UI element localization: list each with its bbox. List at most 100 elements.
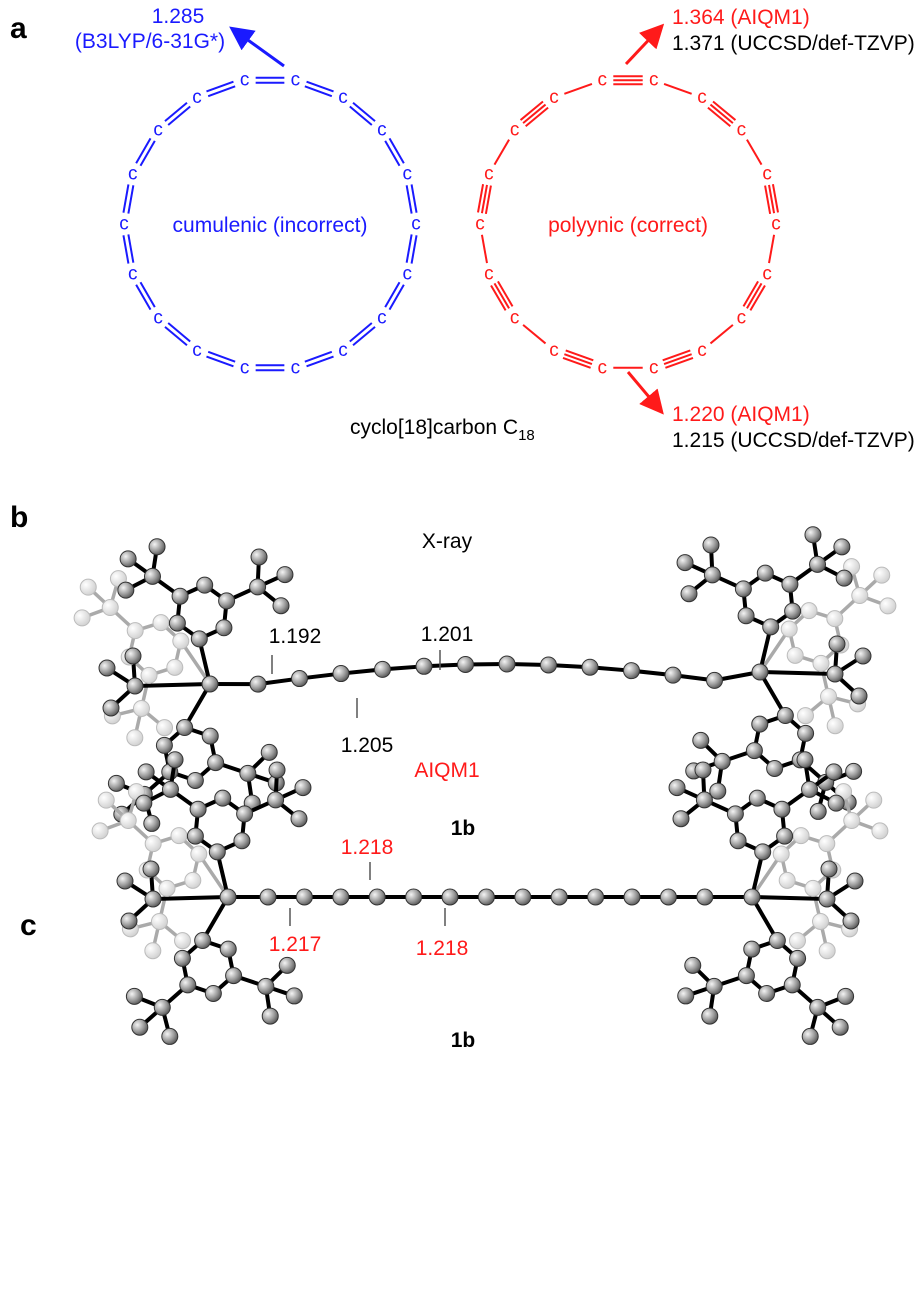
- triple-bond: [665, 356, 694, 369]
- atom: [285, 987, 303, 1005]
- atom: [842, 912, 860, 930]
- atom: [257, 977, 275, 995]
- triple-bond: [525, 106, 549, 127]
- compound-label-c: 1b: [451, 1029, 476, 1052]
- atom: [737, 607, 755, 625]
- triple-bond: [768, 184, 776, 214]
- atom: [809, 998, 827, 1016]
- atom: [550, 888, 568, 906]
- faded-atom: [871, 822, 889, 840]
- atom: [659, 888, 677, 906]
- atom: [190, 630, 208, 648]
- xray-label: X-ray: [422, 530, 473, 553]
- triple-bond: [771, 184, 779, 213]
- triple-bond: [565, 349, 594, 362]
- polyynic-top-uccsd: 1.371 (UCCSD/def-TZVP): [672, 32, 915, 55]
- atom: [745, 742, 763, 760]
- atom: [135, 794, 153, 812]
- atom: [116, 872, 134, 890]
- carbon-atom: c: [128, 263, 138, 284]
- cumulenic-bond-arrow: [229, 26, 285, 68]
- atom: [762, 618, 780, 636]
- faded-atom: [144, 835, 162, 853]
- double-bond: [122, 235, 130, 264]
- carbon-atom: c: [697, 340, 707, 361]
- double-bond: [164, 326, 188, 347]
- atom: [587, 888, 605, 906]
- atom: [189, 800, 207, 818]
- carbon-atom: c: [475, 214, 485, 235]
- atom: [276, 566, 294, 584]
- triple-bond: [519, 100, 544, 121]
- double-bond: [207, 350, 236, 363]
- faded-atom: [144, 942, 162, 960]
- atom: [850, 687, 868, 705]
- carbon-atom: c: [697, 87, 707, 108]
- atom: [781, 575, 799, 593]
- bond: [758, 627, 791, 674]
- caption-main: cyclo[18]carbon C: [350, 416, 518, 439]
- triple-bond: [480, 184, 488, 214]
- atom: [664, 666, 682, 684]
- atom: [143, 814, 161, 832]
- atom: [854, 647, 872, 665]
- atom: [766, 759, 784, 777]
- atom: [776, 827, 794, 845]
- faded-atom: [132, 699, 150, 717]
- atom: [705, 977, 723, 995]
- faded-atom: [843, 812, 861, 830]
- atom: [826, 665, 844, 683]
- carbon-atom: c: [771, 214, 781, 235]
- faded-atom: [101, 599, 119, 617]
- single-bond: [746, 139, 763, 166]
- cyclocarbon-caption: cyclo[18]carbon C18: [350, 416, 535, 444]
- atom: [809, 802, 827, 820]
- atom: [332, 888, 350, 906]
- atom: [540, 656, 557, 674]
- faded-atom: [792, 827, 810, 845]
- atom: [143, 567, 161, 585]
- triple-bond: [746, 282, 763, 309]
- atom: [239, 764, 257, 782]
- atom: [294, 779, 312, 797]
- cumulenic-bond-value: 1.285: [152, 5, 205, 28]
- double-bond: [352, 326, 376, 347]
- carbon-atom: c: [549, 87, 559, 108]
- atom: [743, 940, 761, 958]
- polyynic-bottom-uccsd: 1.215 (UCCSD/def-TZVP): [672, 429, 915, 452]
- atom: [734, 580, 752, 598]
- atom: [776, 707, 794, 725]
- atom: [259, 888, 277, 906]
- atom: [267, 791, 285, 809]
- bond: [750, 895, 829, 901]
- atom: [702, 536, 720, 554]
- atom: [457, 655, 474, 673]
- atom: [737, 967, 755, 985]
- atom: [672, 810, 690, 828]
- atom: [754, 843, 772, 861]
- carbon-atom: c: [377, 307, 387, 328]
- double-bond: [139, 140, 156, 167]
- atom: [131, 1018, 149, 1036]
- double-bond: [388, 137, 405, 164]
- atom: [835, 569, 853, 587]
- double-bond: [304, 85, 333, 98]
- faded-atom: [820, 687, 838, 705]
- atom: [153, 998, 171, 1016]
- single-bond: [709, 324, 734, 345]
- atom: [171, 587, 189, 605]
- faded-atom: [79, 578, 97, 596]
- atom: [703, 566, 721, 584]
- carbon-atom: c: [549, 340, 559, 361]
- polyynic-bottom-aiqm1: 1.220 (AIQM1): [672, 403, 810, 426]
- atom: [846, 872, 864, 890]
- triple-bond: [709, 103, 734, 124]
- bond-label-c-1: 1.218: [341, 836, 394, 859]
- triple-bond: [564, 353, 593, 366]
- atom: [219, 940, 237, 958]
- faded-atom: [778, 871, 796, 889]
- faded-atom: [812, 912, 830, 930]
- double-bond: [206, 355, 234, 368]
- double-bond: [135, 284, 152, 311]
